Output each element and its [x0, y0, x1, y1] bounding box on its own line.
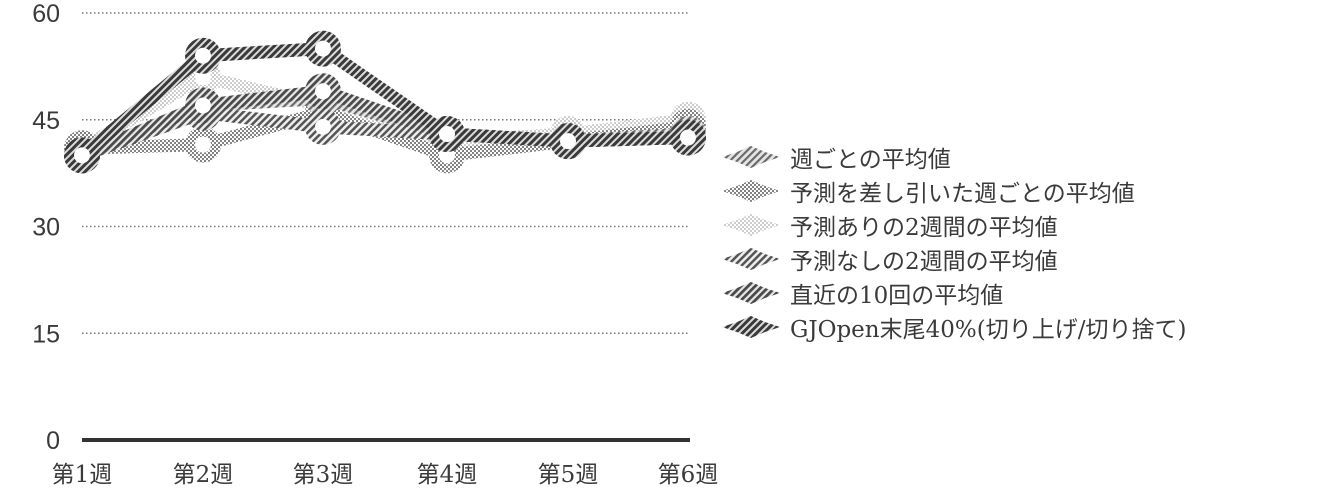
- diamond-pattern-icon: [722, 248, 780, 270]
- x-axis: 第1週 第2週 第3週 第4週 第5週 第6週: [52, 462, 719, 488]
- y-tick-label: 45: [32, 107, 60, 135]
- diamond-pattern-icon: [722, 282, 780, 304]
- legend-label: 予測なしの2週間の平均値: [790, 249, 1058, 275]
- x-tick-label: 第5週: [538, 462, 599, 488]
- y-axis: 0 15 30 45 60: [32, 0, 60, 455]
- legend-item-minus-forecast: 予測を差し引いた週ごとの平均値: [722, 174, 1186, 208]
- y-tick-label: 15: [32, 320, 60, 348]
- y-tick-label: 30: [32, 214, 60, 242]
- diamond-pattern-icon: [722, 180, 780, 202]
- x-tick-label: 第3週: [293, 462, 354, 488]
- legend-item-gjopen-bottom40: GJOpen末尾40%(切り上げ/切り捨て): [722, 310, 1186, 344]
- legend-item-with-forecast-2w: 予測ありの2週間の平均値: [722, 208, 1186, 242]
- legend-label: 予測を差し引いた週ごとの平均値: [790, 181, 1135, 207]
- y-tick-label: 0: [46, 427, 60, 455]
- plot-area: [64, 30, 706, 174]
- legend-label: GJOpen末尾40%(切り上げ/切り捨て): [790, 317, 1187, 343]
- gridlines: [82, 12, 690, 334]
- legend: 週ごとの平均値 予測を差し引いた週ごとの平均値 予測ありの2週間の平均値 予測な…: [722, 140, 1186, 344]
- x-tick-label: 第2週: [173, 462, 234, 488]
- x-tick-label: 第4週: [417, 462, 478, 488]
- legend-item-weekly-average: 週ごとの平均値: [722, 140, 1186, 174]
- diamond-pattern-icon: [722, 316, 780, 338]
- diamond-pattern-icon: [722, 214, 780, 236]
- y-tick-label: 60: [32, 0, 60, 28]
- legend-item-last-10: 直近の10回の平均値: [722, 276, 1186, 310]
- legend-label: 週ごとの平均値: [790, 147, 951, 173]
- series-line: [64, 30, 706, 174]
- x-tick-label: 第6週: [658, 462, 719, 488]
- legend-label: 直近の10回の平均値: [790, 283, 1004, 309]
- diamond-pattern-icon: [722, 146, 780, 168]
- x-tick-label: 第1週: [52, 462, 113, 488]
- legend-item-without-forecast-2w: 予測なしの2週間の平均値: [722, 242, 1186, 276]
- legend-label: 予測ありの2週間の平均値: [790, 215, 1058, 241]
